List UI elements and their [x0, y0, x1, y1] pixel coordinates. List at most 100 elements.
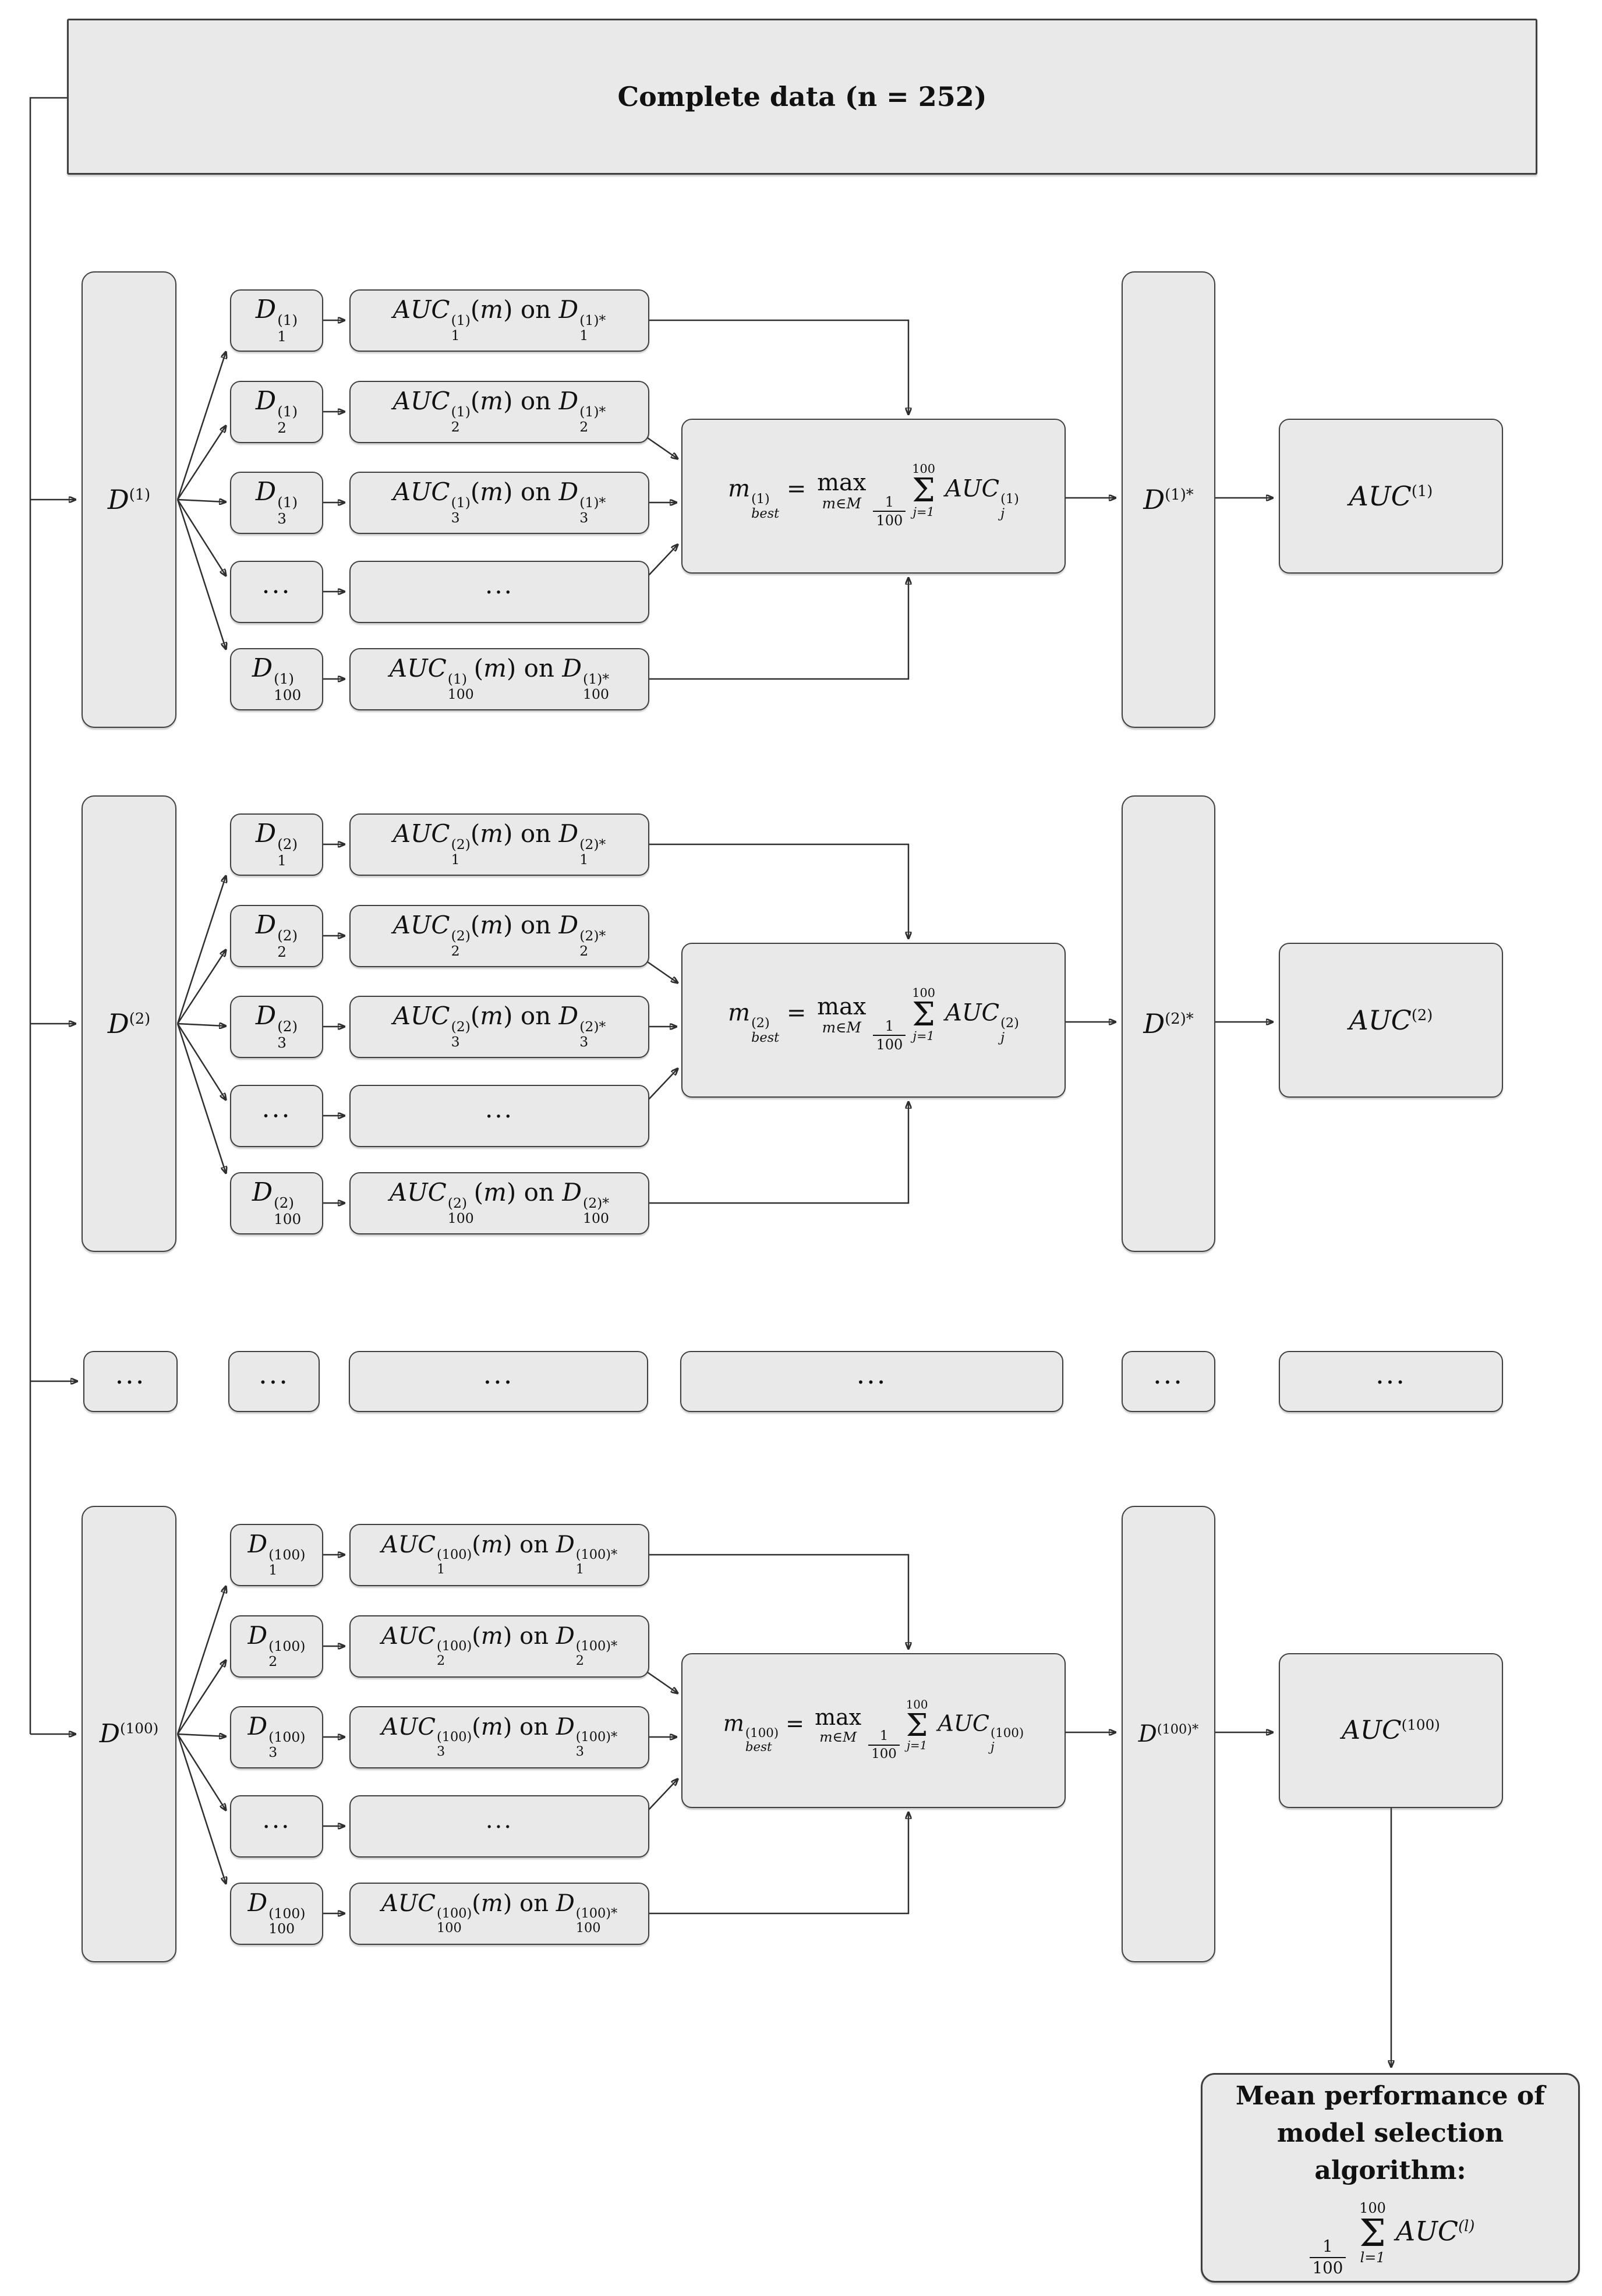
ellipsis-box-col1: ... — [83, 1351, 178, 1412]
subset-box-d100-1: D(100)1 — [230, 1524, 323, 1586]
subset-label: ... — [261, 1094, 292, 1124]
subset-box-d2-1: D(2)1 — [230, 813, 323, 876]
ellipsis-box-col4: ... — [680, 1351, 1063, 1412]
selected-dataset-box-d2star: D(2)* — [1122, 795, 1215, 1252]
subset-label: ... — [261, 569, 292, 600]
auc-eval-box-d2-dots: ... — [349, 1085, 649, 1147]
subset-box-d2-2: D(2)2 — [230, 905, 323, 967]
subset-box-d1-3: D(1)3 — [230, 472, 323, 534]
ellipsis-label: ... — [483, 1358, 514, 1390]
auc-eval-box-d100-100: AUC(100)100(m) on D(100)*100 — [349, 1883, 649, 1945]
auc-result-label: AUC(2) — [1349, 1004, 1433, 1036]
ellipsis-label: ... — [259, 1358, 289, 1390]
auc-eval-box-d1-dots: ... — [349, 561, 649, 623]
subset-box-d1-dots: ... — [230, 561, 323, 623]
auc-eval-box-d1-1: AUC(1)1(m) on D(1)*1 — [349, 289, 649, 352]
subset-box-d100-dots: ... — [230, 1795, 323, 1858]
subset-label: D(100)1 — [247, 1530, 306, 1579]
auc-eval-label: AUC(1)3(m) on D(1)*3 — [392, 477, 606, 526]
auc-result-box-100: AUC(100) — [1279, 1653, 1503, 1808]
auc-eval-box-d1-3: AUC(1)3(m) on D(1)*3 — [349, 472, 649, 534]
ellipsis-label: ... — [1375, 1358, 1406, 1390]
ellipsis-label: ... — [1153, 1358, 1184, 1390]
ellipsis-box-col5: ... — [1122, 1351, 1215, 1412]
selected-dataset-box-d100star: D(100)* — [1122, 1506, 1215, 1962]
mean-performance-line2: model selection algorithm: — [1276, 2118, 1504, 2185]
subset-label: D(2)3 — [255, 1000, 298, 1051]
ellipsis-box-col6: ... — [1279, 1351, 1503, 1412]
auc-eval-box-d1-100: AUC(1)100(m) on D(1)*100 — [349, 648, 649, 710]
auc-eval-label: AUC(100)3(m) on D(100)*3 — [381, 1713, 618, 1760]
subset-label: D(1)3 — [255, 476, 298, 527]
dataset-box-d2: D(2) — [82, 795, 176, 1252]
subset-box-d100-100: D(100)100 — [230, 1883, 323, 1945]
subset-box-d1-1: D(1)1 — [230, 289, 323, 352]
auc-eval-box-d100-3: AUC(100)3(m) on D(100)*3 — [349, 1706, 649, 1768]
selected-dataset-box-d1star: D(1)* — [1122, 271, 1215, 728]
auc-result-box-2: AUC(2) — [1279, 943, 1503, 1098]
subset-label: ... — [262, 1805, 291, 1834]
auc-eval-box-d2-1: AUC(2)1(m) on D(2)*1 — [349, 813, 649, 876]
complete-data-box: Complete data (n = 252) — [67, 19, 1537, 175]
subset-label: D(100)100 — [247, 1888, 306, 1937]
auc-eval-box-d100-1: AUC(100)1(m) on D(100)*1 — [349, 1524, 649, 1586]
auc-eval-label: AUC(1)1(m) on D(1)*1 — [392, 295, 606, 344]
ellipsis-label: ... — [115, 1358, 146, 1390]
subset-label: D(100)3 — [247, 1712, 306, 1761]
dstar-label: D(100)* — [1138, 1721, 1199, 1747]
auc-eval-label: AUC(100)100(m) on D(100)*100 — [381, 1890, 618, 1936]
subset-box-d100-2: D(100)2 — [230, 1615, 323, 1678]
subset-label: D(1)1 — [255, 294, 298, 345]
auc-eval-label: AUC(2)1(m) on D(2)*1 — [392, 819, 606, 868]
auc-result-label: AUC(1) — [1349, 480, 1433, 512]
subset-box-d2-dots: ... — [230, 1085, 323, 1147]
auc-eval-label: ... — [485, 1094, 514, 1123]
ellipsis-label: ... — [856, 1358, 887, 1390]
auc-eval-box-d2-2: AUC(2)2(m) on D(2)*2 — [349, 905, 649, 967]
auc-eval-label: AUC(100)2(m) on D(100)*2 — [381, 1622, 618, 1669]
subset-box-d1-2: D(1)2 — [230, 381, 323, 443]
subset-box-d100-3: D(100)3 — [230, 1706, 323, 1768]
auc-eval-label: AUC(2)3(m) on D(2)*3 — [392, 1002, 606, 1050]
auc-result-box-1: AUC(1) — [1279, 419, 1503, 574]
auc-eval-label: AUC(1)2(m) on D(1)*2 — [392, 387, 606, 436]
subset-label: D(2)100 — [252, 1177, 302, 1227]
subset-label: D(1)100 — [252, 653, 302, 703]
subset-box-d2-100: D(2)100 — [230, 1172, 323, 1234]
auc-eval-label: ... — [485, 570, 514, 599]
dstar-label: D(1)* — [1143, 484, 1194, 515]
subset-label: D(2)2 — [255, 910, 298, 960]
mean-performance-box: Mean performance of model selection algo… — [1201, 2073, 1580, 2283]
auc-eval-box-d1-2: AUC(1)2(m) on D(1)*2 — [349, 381, 649, 443]
ellipsis-box-col3: ... — [349, 1351, 648, 1412]
auc-eval-label: AUC(2)2(m) on D(2)*2 — [392, 911, 606, 960]
mean-performance-line1: Mean performance of — [1235, 2081, 1546, 2111]
complete-data-label: Complete data (n = 252) — [617, 81, 987, 112]
auc-eval-label: AUC(100)1(m) on D(100)*1 — [381, 1531, 618, 1577]
subset-label: D(100)2 — [247, 1621, 306, 1670]
auc-eval-box-d100-dots: ... — [349, 1795, 649, 1858]
dstar-label: D(2)* — [1143, 1008, 1194, 1039]
dataset-d2-label: D(2) — [107, 1008, 151, 1039]
subset-label: D(1)2 — [255, 385, 298, 436]
auc-eval-label: ... — [485, 1806, 514, 1834]
auc-eval-label: AUC(1)100(m) on D(1)*100 — [389, 654, 610, 703]
auc-eval-label: AUC(2)100(m) on D(2)*100 — [389, 1178, 610, 1227]
dataset-box-d100: D(100) — [82, 1506, 176, 1962]
auc-eval-box-d2-100: AUC(2)100(m) on D(2)*100 — [349, 1172, 649, 1234]
dataset-d100-label: D(100) — [99, 1719, 159, 1749]
dataset-box-d1: D(1) — [82, 271, 176, 728]
ellipsis-box-col2: ... — [228, 1351, 320, 1412]
auc-result-label: AUC(100) — [1342, 1715, 1440, 1745]
auc-eval-box-d100-2: AUC(100)2(m) on D(100)*2 — [349, 1615, 649, 1678]
auc-eval-box-d2-3: AUC(2)3(m) on D(2)*3 — [349, 996, 649, 1058]
